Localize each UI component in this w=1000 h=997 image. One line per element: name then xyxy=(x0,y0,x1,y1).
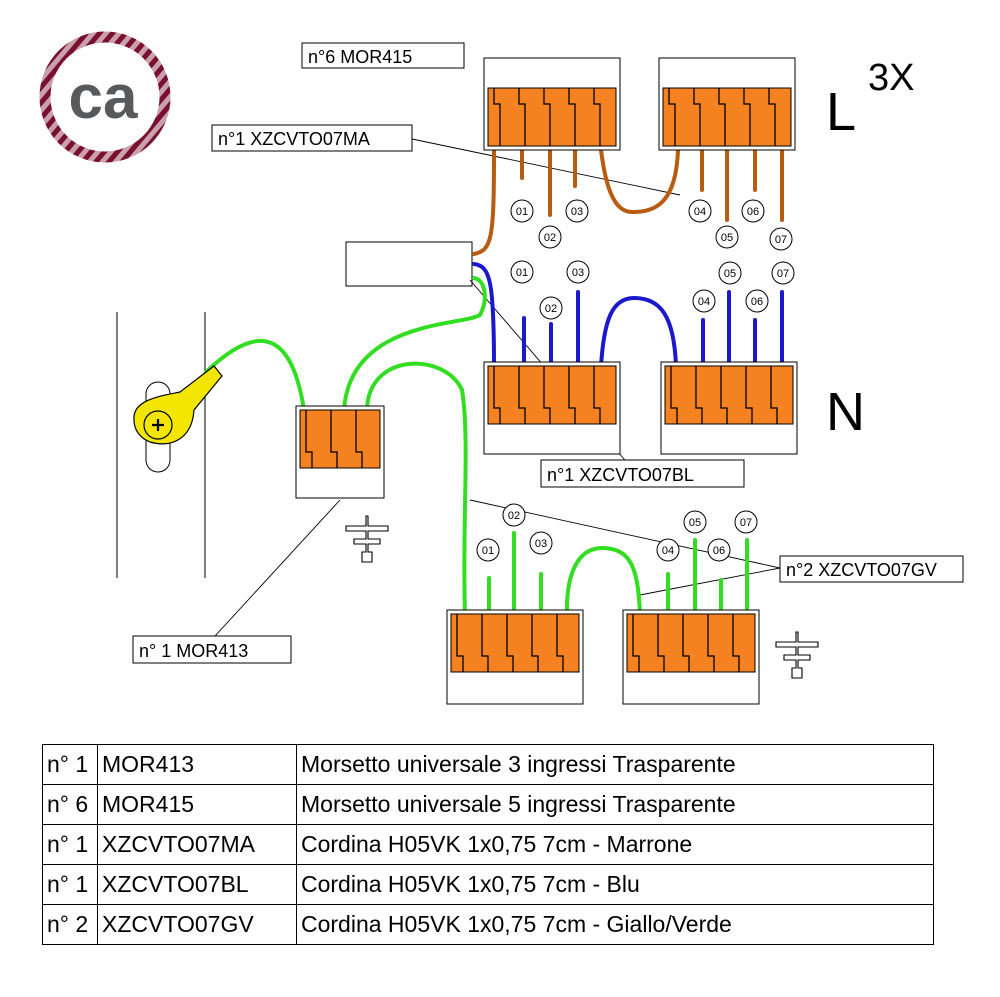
wire-number-circles: 01 02 03 04 05 06 07 01 02 03 04 05 06 07 01 02 03 04 05 06… xyxy=(476,199,795,562)
qty-cell: n° 6 xyxy=(42,784,98,825)
description-cell: Morsetto universale 5 ingressi Trasparen… xyxy=(296,784,934,825)
label-mor415-text: n°6 MOR415 xyxy=(308,47,412,67)
wire-number-circle xyxy=(656,538,680,562)
junction-box xyxy=(345,241,473,287)
connector-n-right xyxy=(660,361,798,455)
wire-number: 03 xyxy=(535,538,547,550)
wire-number-circle xyxy=(771,261,795,285)
code-cell: XZCVTO07MA xyxy=(97,824,297,865)
blue-wires xyxy=(472,262,784,368)
wire-number: 04 xyxy=(662,545,674,557)
ground-symbol xyxy=(775,631,819,679)
connector-l-left xyxy=(483,57,621,151)
wire-number-circle xyxy=(715,225,739,249)
wire-number: 06 xyxy=(751,296,763,308)
wire-number: 03 xyxy=(572,267,584,279)
description-cell: Cordina H05VK 1x0,75 7cm - Marrone xyxy=(296,824,934,865)
qty-cell: n° 1 xyxy=(42,744,98,785)
green-wires xyxy=(204,276,749,616)
code-cell: MOR413 xyxy=(97,744,297,785)
code-cell: XZCVTO07BL xyxy=(97,864,297,905)
wire-number-circle xyxy=(502,503,526,527)
description-cell: Cordina H05VK 1x0,75 7cm - Giallo/Verde xyxy=(296,904,934,945)
wire-number-circle xyxy=(539,296,563,320)
wire-number-circle xyxy=(476,538,500,562)
wire-number-circle xyxy=(688,199,712,223)
wiring-diagram: ca xyxy=(39,31,964,705)
wire-number-circle xyxy=(683,510,707,534)
label-cable-blue-text: n°1 XZCVTO07BL xyxy=(547,465,694,485)
wire-number: 01 xyxy=(516,206,528,218)
label-mor415: n°6 MOR415 xyxy=(301,42,465,69)
qty-cell: n° 2 xyxy=(42,904,98,945)
label-mor413: n° 1 MOR413 xyxy=(132,635,292,664)
connector-ground-left xyxy=(446,609,584,705)
wire-number-circle xyxy=(538,225,562,249)
wire-number: 04 xyxy=(694,206,706,218)
wire-number-circle xyxy=(707,538,731,562)
wire-number: 04 xyxy=(698,296,710,308)
wire-number: 02 xyxy=(544,232,556,244)
wire-number: 01 xyxy=(482,545,494,557)
label-cable-green-text: n°2 XZCVTO07GV xyxy=(786,560,937,580)
wire-number: 02 xyxy=(508,510,520,522)
connector-l-right xyxy=(658,57,796,151)
wire-number-circle xyxy=(718,261,742,285)
wire-number: 05 xyxy=(724,268,736,280)
qty-cell: n° 1 xyxy=(42,824,98,865)
wire-number-circle xyxy=(741,199,765,223)
logo-text: ca xyxy=(69,63,138,132)
wire-number-circle xyxy=(769,227,793,251)
description-cell: Morsetto universale 3 ingressi Trasparen… xyxy=(296,744,934,785)
description-cell: Cordina H05VK 1x0,75 7cm - Blu xyxy=(296,864,934,905)
wire-number: 05 xyxy=(689,517,701,529)
wall-lines xyxy=(116,312,206,578)
wire-number-circle xyxy=(510,260,534,284)
wire-number: 07 xyxy=(740,517,752,529)
label-cable-blue: n°1 XZCVTO07BL xyxy=(540,459,745,488)
brand-logo: ca xyxy=(39,31,171,163)
label-cable-brown: n°1 XZCVTO07MA xyxy=(211,124,413,152)
wire-number-circle xyxy=(529,531,553,555)
label-multiplier: 3X xyxy=(868,57,914,99)
code-cell: MOR415 xyxy=(97,784,297,825)
wire-number: 07 xyxy=(775,234,787,246)
connector-ground-right xyxy=(622,609,760,705)
label-cable-brown-text: n°1 XZCVTO07MA xyxy=(218,129,370,149)
code-cell: XZCVTO07GV xyxy=(97,904,297,945)
label-neutral: N xyxy=(826,382,865,442)
wire-number-circle xyxy=(510,199,534,223)
wire-number-circle xyxy=(692,289,716,313)
ground-symbol xyxy=(345,515,389,563)
wire-number-circle xyxy=(734,510,758,534)
label-line: L xyxy=(826,82,856,142)
wire-number: 06 xyxy=(747,206,759,218)
wire-number: 03 xyxy=(571,206,583,218)
wire-number-circle xyxy=(566,260,590,284)
wire-number: 06 xyxy=(713,545,725,557)
wire-number-circle xyxy=(565,199,589,223)
wire-number: 05 xyxy=(721,232,733,244)
ground-lug xyxy=(133,365,223,473)
connector-mor413 xyxy=(295,405,385,499)
label-mor413-text: n° 1 MOR413 xyxy=(139,641,248,661)
wire-number: 02 xyxy=(545,303,557,315)
wire-number-circle xyxy=(745,289,769,313)
wire-number: 07 xyxy=(777,268,789,280)
label-cable-green: n°2 XZCVTO07GV xyxy=(779,555,964,583)
qty-cell: n° 1 xyxy=(42,864,98,905)
brown-wires xyxy=(472,148,784,256)
wire-number: 01 xyxy=(516,267,528,279)
connector-n-left xyxy=(483,361,621,455)
